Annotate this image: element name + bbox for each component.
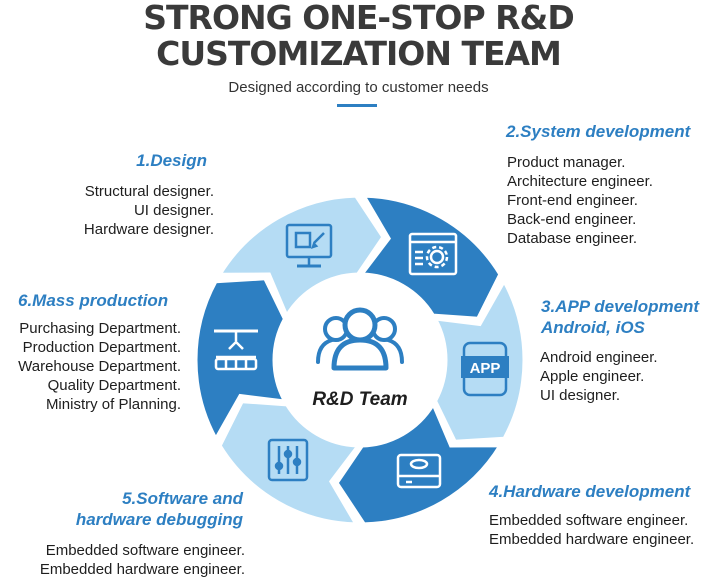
list-item: Structural designer. bbox=[84, 183, 214, 200]
list-item: Apple engineer. bbox=[540, 368, 645, 385]
list-item: Front-end engineer. bbox=[507, 192, 638, 209]
page-subtitle: Designed according to customer needs bbox=[228, 79, 489, 96]
section-app-heading-line-1: 3.APP development bbox=[541, 297, 700, 316]
section-debugging-heading: 5.Software and hardware debugging bbox=[76, 488, 243, 530]
section-app-heading-line-2: Android, iOS bbox=[541, 318, 645, 337]
list-item: Embedded hardware engineer. bbox=[489, 531, 695, 548]
section-app-heading: 3.APP development Android, iOS bbox=[541, 296, 699, 338]
list-item: Ministry of Planning. bbox=[45, 396, 181, 413]
list-item: Production Department. bbox=[22, 339, 181, 356]
list-item: Quality Department. bbox=[47, 377, 181, 394]
list-item: Database engineer. bbox=[507, 230, 638, 247]
hard-drive-icon bbox=[396, 453, 442, 489]
list-item: Purchasing Department. bbox=[19, 320, 181, 337]
list-item: Embedded software engineer. bbox=[489, 512, 689, 529]
page-title-line-2: CUSTOMIZATION TEAM bbox=[156, 34, 562, 73]
list-item: UI designer. bbox=[133, 202, 214, 219]
factory-robot-icon bbox=[214, 329, 258, 371]
section-design-heading: 1.Design bbox=[136, 151, 207, 170]
section-design-list: Structural designer. UI designer. Hardwa… bbox=[84, 182, 214, 239]
list-item: Back-end engineer. bbox=[507, 211, 637, 228]
section-hardware-list: Embedded software engineer. Embedded har… bbox=[489, 511, 694, 549]
app-icon-label: APP bbox=[470, 360, 501, 377]
monitor-icon bbox=[285, 223, 333, 268]
sliders-icon bbox=[267, 438, 309, 482]
list-item: Product manager. bbox=[507, 154, 626, 171]
list-item: Hardware designer. bbox=[83, 221, 214, 238]
list-item: Architecture engineer. bbox=[507, 173, 653, 190]
page-title-line-1: STRONG ONE-STOP R&D bbox=[143, 0, 574, 37]
list-item: Embedded hardware engineer. bbox=[39, 561, 245, 578]
list-item: Android engineer. bbox=[540, 349, 658, 366]
app-icon: APP bbox=[461, 341, 509, 397]
section-hardware-heading: 4.Hardware development bbox=[489, 482, 691, 501]
section-system-list: Product manager. Architecture engineer. … bbox=[507, 153, 653, 248]
section-mass-production-list: Purchasing Department. Production Depart… bbox=[18, 319, 181, 414]
team-people-icon bbox=[316, 307, 404, 371]
list-item: Warehouse Department. bbox=[18, 358, 181, 375]
section-debugging-list: Embedded software engineer. Embedded har… bbox=[40, 541, 245, 579]
section-debugging-heading-line-2: hardware debugging bbox=[75, 510, 243, 529]
section-app-list: Android engineer. Apple engineer. UI des… bbox=[540, 348, 658, 405]
list-item: UI designer. bbox=[540, 387, 621, 404]
section-mass-production-heading: 6.Mass production bbox=[18, 291, 169, 310]
subtitle-underline bbox=[337, 104, 377, 107]
list-item: Embedded software engineer. bbox=[45, 542, 245, 559]
section-debugging-heading-line-1: 5.Software and bbox=[122, 489, 243, 508]
center-label: R&D Team bbox=[312, 389, 407, 410]
section-system-heading: 2.System development bbox=[506, 122, 691, 141]
settings-screen-icon bbox=[408, 232, 458, 276]
